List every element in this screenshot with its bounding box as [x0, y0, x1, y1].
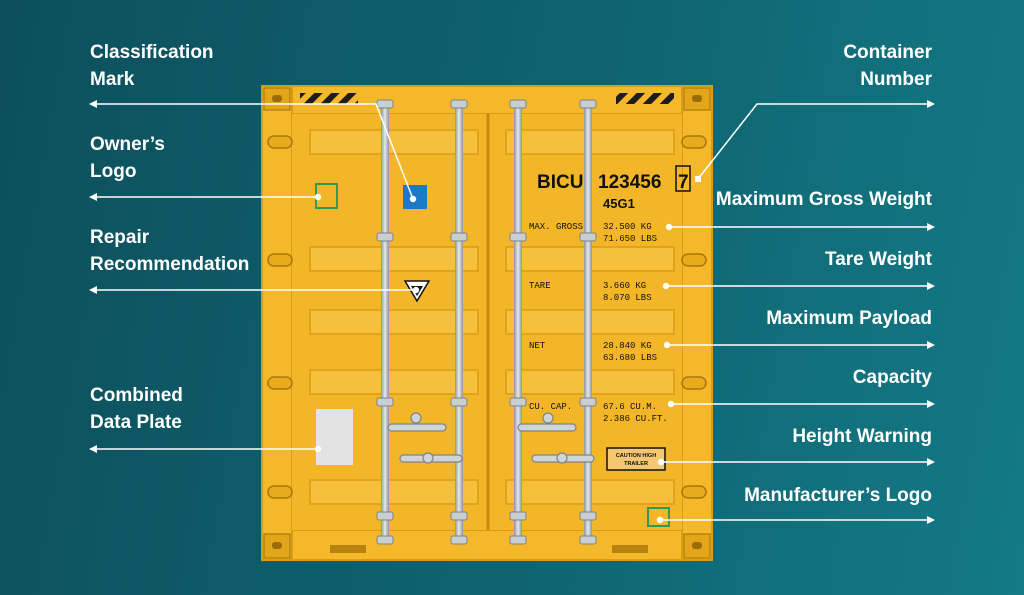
hinge	[267, 135, 293, 149]
label-manufacturers-logo: Manufacturer’s Logo	[744, 485, 932, 506]
tare-lbs: 8.070 LBS	[603, 293, 652, 303]
hinge	[267, 253, 293, 267]
label-max-gross-weight: Maximum Gross Weight	[715, 189, 932, 210]
label-classification-mark: Classification Mark	[90, 42, 214, 90]
height-warning-sticker	[606, 447, 666, 471]
net-lbs: 63.680 LBS	[603, 353, 657, 363]
hazard-stripes-right	[616, 93, 674, 104]
tare-label: TARE	[529, 281, 551, 291]
label-owners-logo: Owner’s Logo	[90, 134, 165, 182]
label-height-warning: Height Warning	[792, 426, 932, 447]
bottom-slot	[330, 545, 366, 553]
max-gross-lbs: 71.650 LBS	[603, 234, 657, 244]
casting-hole	[272, 95, 282, 102]
label-combined-data-plate: Combined Data Plate	[90, 385, 183, 433]
label-tare-weight: Tare Weight	[825, 249, 932, 270]
tare-kg: 3.660 KG	[603, 281, 646, 291]
net-label: NET	[529, 341, 546, 351]
max-gross-label: MAX. GROSS	[529, 222, 583, 232]
door-rib	[309, 479, 479, 505]
check-digit: 7	[678, 172, 689, 193]
leader-container-number	[697, 103, 932, 180]
combined-data-plate	[316, 409, 353, 465]
cucap-m: 67.6 CU.M.	[603, 402, 657, 412]
check-digit-box	[675, 165, 691, 192]
door-handle	[517, 423, 577, 432]
leader-classification-mark	[92, 103, 414, 200]
leader-arrowheads	[89, 100, 935, 524]
label-capacity: Capacity	[852, 367, 932, 388]
hinges	[267, 135, 707, 499]
manufacturers-logo-mark	[647, 507, 670, 527]
serial-number: 123456	[598, 172, 661, 193]
label-max-payload: Maximum Payload	[766, 308, 932, 329]
locking-rods	[376, 99, 597, 545]
leader-lines	[92, 103, 932, 521]
door-rib	[309, 246, 479, 272]
hinge	[681, 376, 707, 390]
max-gross-kg: 32.500 KG	[603, 222, 652, 232]
locking-rod	[455, 102, 463, 542]
locking-rod	[381, 102, 389, 542]
hinge	[267, 485, 293, 499]
casting-hole	[272, 542, 282, 549]
net-kg: 28.840 KG	[603, 341, 652, 351]
locking-rod	[584, 102, 592, 542]
corner-casting-br	[683, 533, 711, 559]
door-handle	[387, 423, 447, 432]
hinge	[681, 253, 707, 267]
door-handles	[387, 412, 595, 464]
hazard-stripes-left	[300, 93, 358, 104]
hinge	[681, 485, 707, 499]
cucap-ft: 2.386 CU.FT.	[603, 414, 668, 424]
hinge	[267, 376, 293, 390]
door-rib	[309, 309, 479, 335]
caution-line-2: TRAILER	[624, 461, 648, 467]
leader-dots	[314, 176, 701, 524]
bottom-slot	[612, 545, 648, 553]
locking-rod	[514, 102, 522, 542]
label-container-number: Container Number	[843, 42, 932, 90]
type-code: 45G1	[603, 196, 635, 211]
door-rib	[309, 369, 479, 395]
hinge	[681, 135, 707, 149]
owner-code: BICU	[537, 172, 583, 193]
casting-hole	[692, 95, 702, 102]
casting-hole	[692, 542, 702, 549]
caution-line-1: CAUTION HIGH	[616, 453, 656, 459]
cucap-label: CU. CAP.	[529, 402, 572, 412]
label-repair-recommendation: Repair Recommendation	[90, 227, 250, 275]
